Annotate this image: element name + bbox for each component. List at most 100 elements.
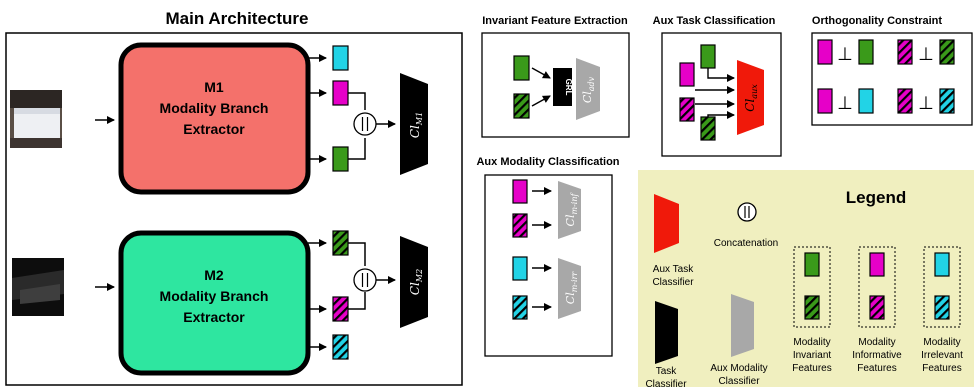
ortho-invariant-a [858,39,874,65]
invariant-extraction-title: Invariant Feature Extraction [482,15,628,27]
aux-task-title: Aux Task Classification [653,15,776,27]
legend-irrelevant-hatched [934,295,950,320]
adv-classifier-label: Cladv [581,76,596,103]
ortho-symbol-2: ⊥ [918,44,934,64]
adv-classifier-sub: adv [587,76,596,91]
legend-invariant-label-3: Features [792,363,831,374]
aux-task-arrow-4 [707,111,735,119]
legend-invariant-hatched [804,295,820,320]
m2-classifier-sub: M2 [415,269,424,283]
m-inf-classifier-label: Clm-inf [564,192,579,227]
legend-irrelevant-label-1: Modality [923,337,960,348]
ortho-symbol-1: ⊥ [837,44,853,64]
legend-panel: Legend Aux Task Classifier Concatenation… [638,170,974,389]
legend-task-label-2: Classifier [645,379,687,389]
m1-concat-lines-lower [348,138,366,160]
m1-classifier-label: ClM1 [408,112,424,138]
m-irr-classifier-label: Clm-irr [564,271,579,305]
legend-aux-mod-label-1: Aux Modality [710,363,767,374]
m1-concat-lines [348,92,366,110]
legend-task-classifier [655,301,678,364]
invariant-extraction-panel: Invariant Feature Extraction GRL Cladv [481,15,630,138]
legend-informative-label-2: Informative [852,350,902,361]
m1-label-line3: Extractor [183,121,245,137]
aux-mod-informative [512,179,528,204]
aux-task-invariant-hatched [700,116,716,141]
aux-mod-irr-classifier [558,258,581,319]
legend-invariant-solid [804,252,820,277]
m2-informative-feature [332,296,349,322]
aux-task-classifier [737,60,764,135]
aux-task-panel: Aux Task Classification Claux [653,15,782,157]
m2-task-classifier [400,236,428,328]
legend-informative-label-3: Features [857,363,896,374]
m1-irrelevant-feature [332,45,349,71]
legend-irrelevant-label-2: Irrelevant [921,350,963,361]
invariant-arrow-bottom [531,95,551,107]
legend-aux-task-label-2: Classifier [652,277,694,288]
m-inf-classifier-main: Cl [564,214,577,226]
m2-concat-lines-lower [348,292,366,310]
legend-irrelevant-solid [934,252,950,277]
aux-task-informative-feature [679,62,695,87]
m2-concatenation-icon [353,268,377,292]
legend-invariant-group [793,246,831,328]
invariant-solid-feature [513,55,530,81]
legend-informative-hatched [869,295,885,320]
m2-invariant-feature [332,230,349,256]
m-inf-classifier-sub: m-inf [570,192,579,215]
aux-classifier-sub: aux [750,84,759,99]
ortho-irrelevant-hatched-b [939,88,955,114]
legend-informative-solid [869,252,885,277]
adv-classifier-main: Cl [581,91,594,103]
legend-concatenation-label: Concatenation [714,238,779,249]
ortho-symbol-4: ⊥ [918,93,934,113]
m2-label-line2: Modality Branch [160,288,269,304]
grl-label: GRL [564,79,573,96]
m2-label: M2 [204,267,224,283]
legend-informative-group [858,246,896,328]
adversarial-classifier [576,58,600,120]
m1-classifier-sub: M1 [415,112,424,126]
legend-background [638,170,974,387]
aux-classifier-main: Cl [743,99,757,112]
ortho-informative-b [817,88,833,114]
m2-extractor-block [118,230,311,376]
legend-aux-mod-label-2: Classifier [718,376,760,387]
invariant-arrow-top [531,67,551,79]
invariant-hatched-feature [513,93,530,119]
grl-block [553,68,572,106]
m-irr-classifier-main: Cl [564,292,577,304]
legend-aux-task-label-1: Aux Task [653,264,694,275]
invariant-extraction-frame [481,32,630,138]
aux-task-invariant-feature [700,44,716,69]
m2-label-line3: Extractor [183,309,245,325]
legend-informative-label-1: Modality [858,337,895,348]
legend-irrelevant-label-3: Features [922,363,961,374]
m-irr-classifier-sub: m-irr [570,271,579,293]
legend-title: Legend [846,188,906,207]
legend-invariant-label-2: Invariant [793,350,832,361]
ortho-irrelevant-b [858,88,874,114]
m1-invariant-feature [332,146,349,172]
rgb-input-image [10,90,62,148]
m2-classifier-label: ClM2 [408,269,424,295]
aux-task-frame [661,32,782,157]
m1-extractor-block [118,42,311,195]
aux-mod-inf-classifier [558,181,581,239]
legend-task-label-1: Task [656,366,678,377]
aux-task-arrow-1 [707,68,735,82]
aux-mod-informative-hatched [512,213,528,238]
main-architecture-panel: Main Architecture M1 Modality Branch Ext… [5,9,463,386]
depth-input-image [12,258,64,316]
ortho-informative-a [817,39,833,65]
aux-mod-irrelevant-hatched [512,295,528,320]
m2-classifier-main: Cl [408,282,422,295]
m1-label-line2: Modality Branch [160,100,269,116]
orthogonality-panel: Orthogonality Constraint ⊥ ⊥ ⊥ ⊥ [811,15,973,126]
m2-irrelevant-feature [332,334,349,360]
aux-modality-title: Aux Modality Classification [476,156,619,168]
aux-modality-frame [484,174,613,357]
aux-classifier-label: Claux [743,84,759,112]
aux-task-informative-hatched [679,97,695,122]
